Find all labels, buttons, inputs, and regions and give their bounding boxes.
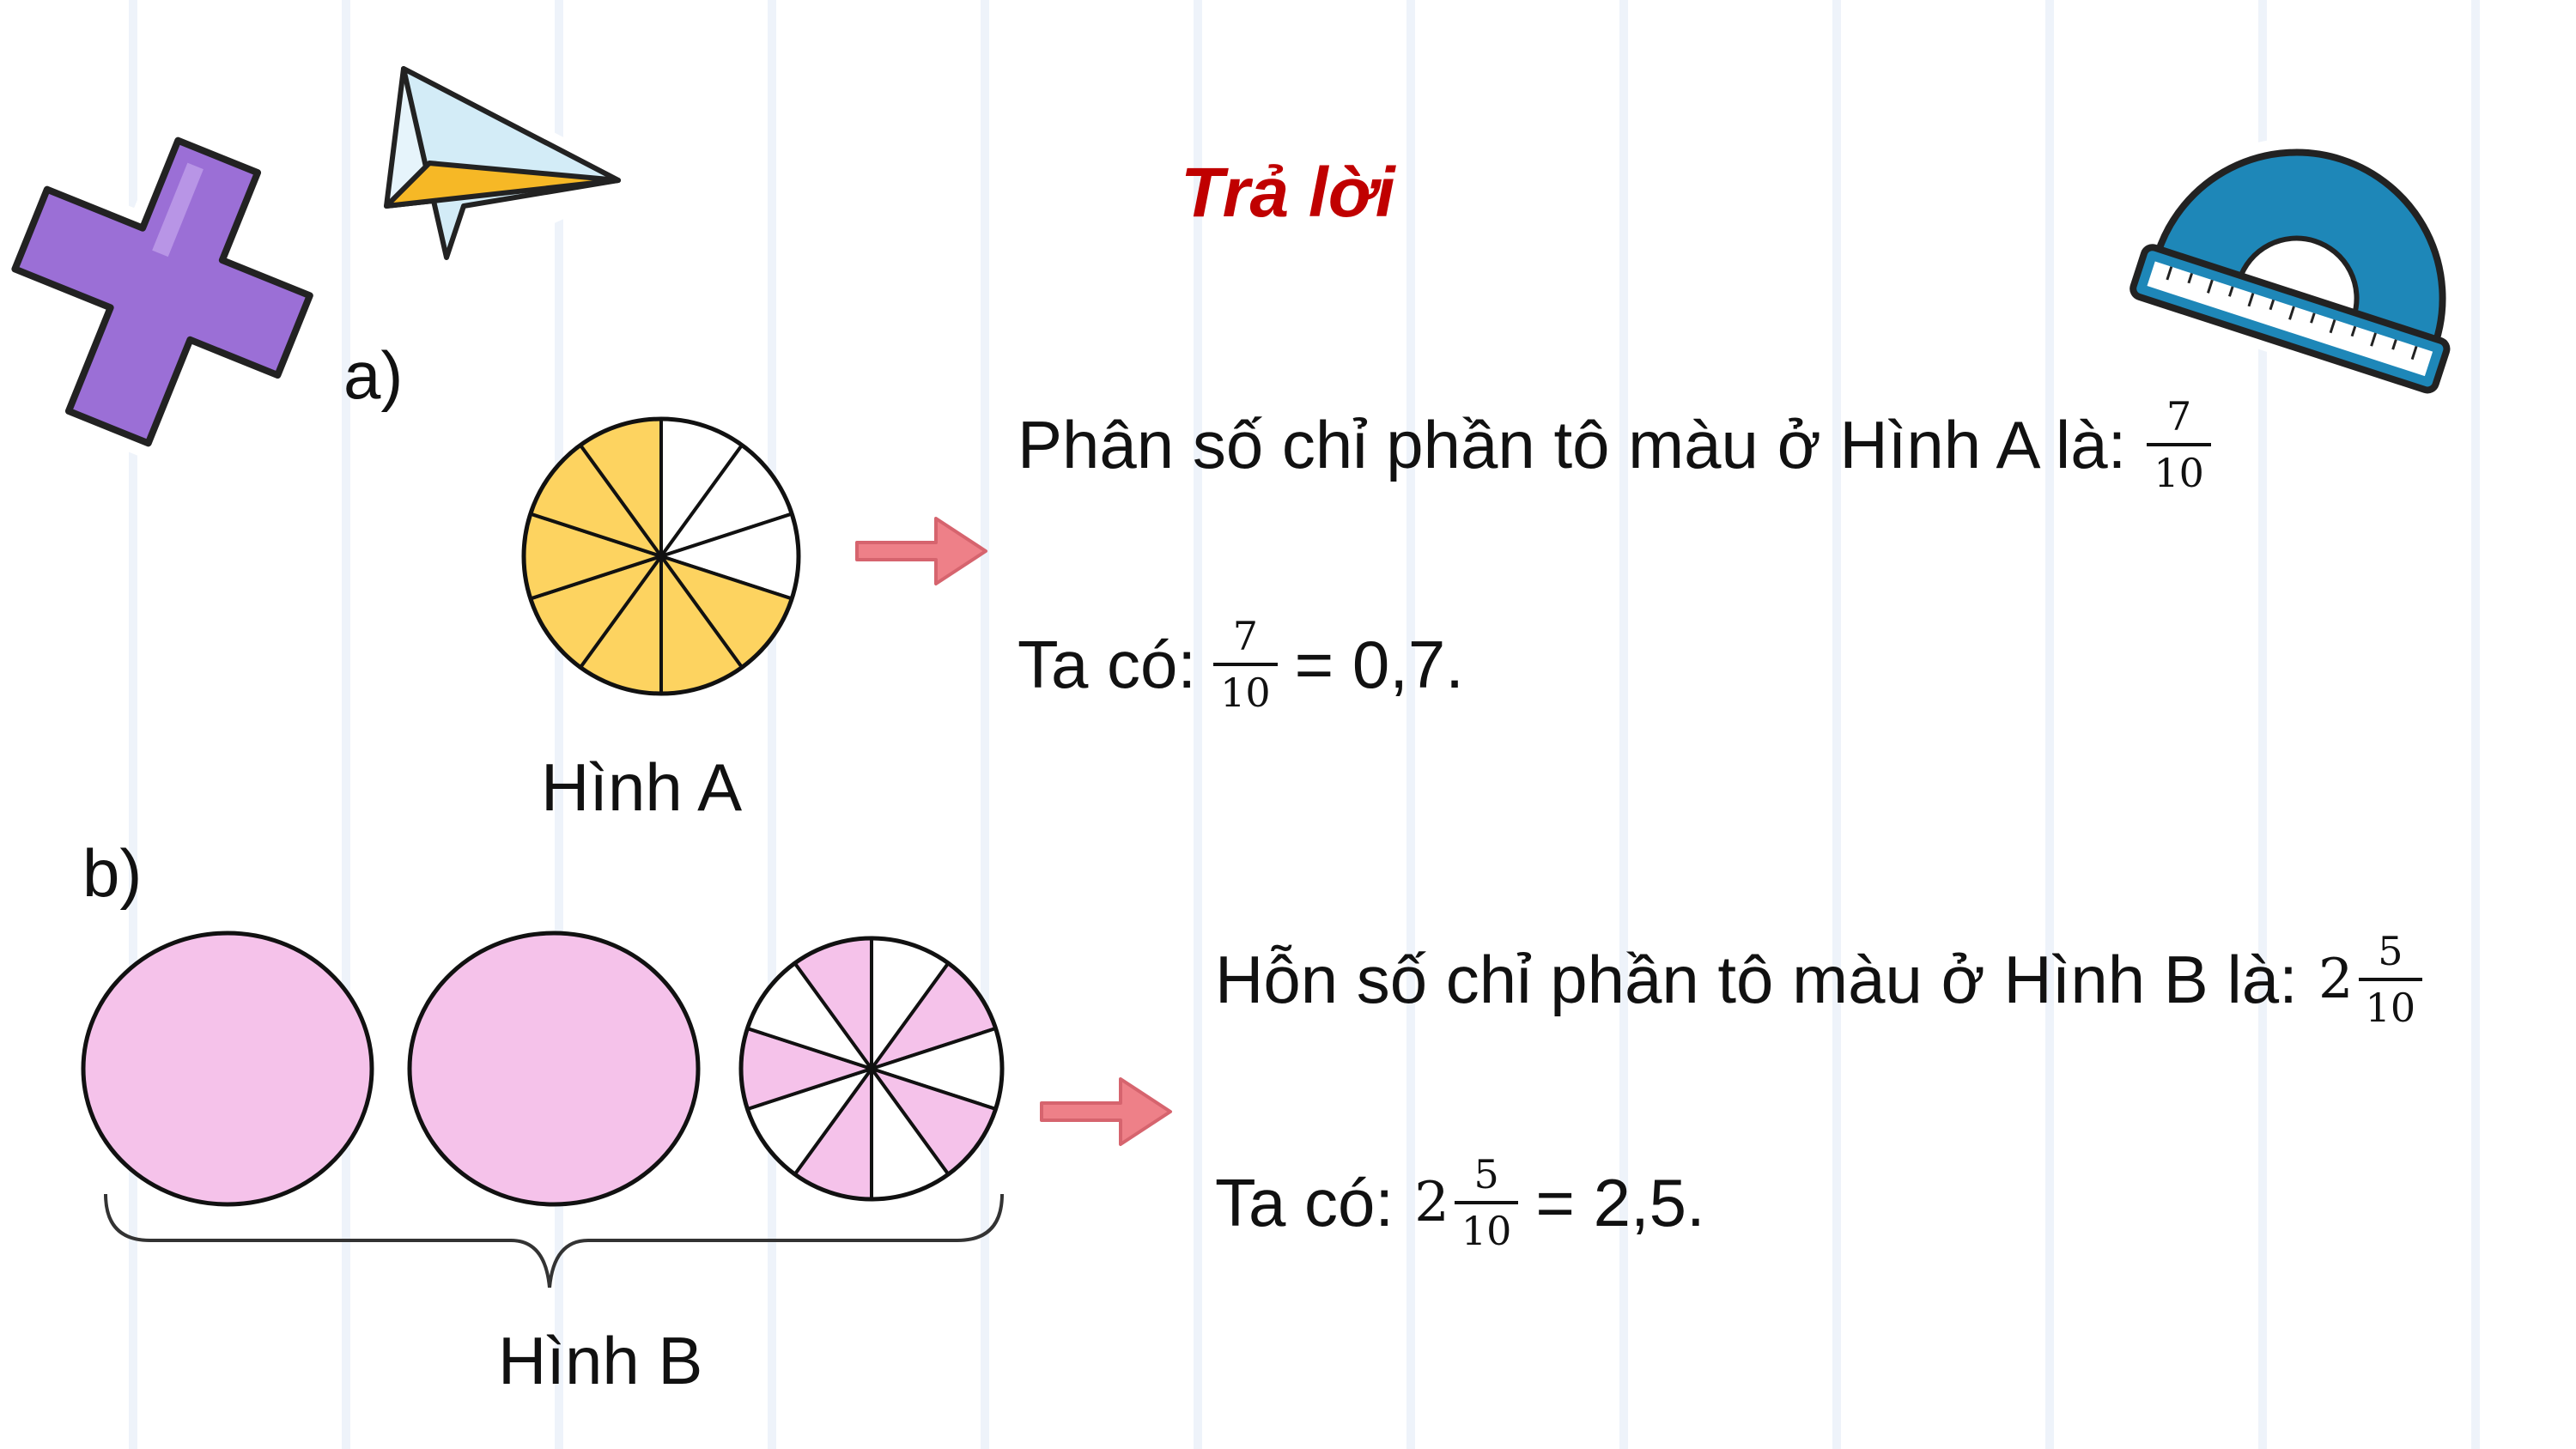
arrow-right-icon	[855, 517, 987, 585]
figure-b-caption: Hình B	[498, 1323, 703, 1398]
fraction-denominator: 10	[2358, 978, 2423, 1028]
circle-outline	[738, 936, 1005, 1202]
full-circle	[407, 931, 701, 1207]
fraction-numerator: 7	[1232, 613, 1259, 659]
protractor-icon	[2129, 137, 2460, 403]
mixed-number-whole: 2	[1414, 1171, 1449, 1234]
part-b-mixed-number-statement: Hỗn số chỉ phần tô màu ở Hình B là: 2 5 …	[1215, 931, 2427, 1028]
mixed-number-whole: 2	[2318, 948, 2354, 1011]
part-a-fraction-statement-text: Phân số chỉ phần tô màu ở Hình A là:	[1018, 406, 2127, 482]
part-a-decimal-prefix: Ta có:	[1018, 626, 1197, 702]
fraction-7-10: 7 10	[2147, 397, 2211, 493]
figure-b-brace	[104, 1193, 1004, 1288]
paper-plane-icon	[374, 56, 631, 270]
fraction-numerator: 7	[2166, 393, 2192, 440]
arrow-right-icon	[1040, 1077, 1172, 1146]
fraction-7-10: 7 10	[1213, 616, 1278, 712]
part-a-fraction-statement: Phân số chỉ phần tô màu ở Hình A là: 7 1…	[1018, 397, 2216, 493]
fraction-5-10: 5 10	[2358, 928, 2423, 1028]
figure-a-circle	[521, 416, 801, 696]
part-a-decimal-result: = 0,7.	[1294, 626, 1464, 702]
part-b-mixed-number-text: Hỗn số chỉ phần tô màu ở Hình B là:	[1215, 941, 2298, 1017]
part-a-marker: a)	[343, 337, 404, 413]
part-b-decimal-prefix: Ta có:	[1215, 1164, 1394, 1240]
part-b-decimal-statement: Ta có: 2 5 10 = 2,5.	[1215, 1155, 1705, 1251]
fraction-numerator: 5	[2378, 928, 2403, 974]
fraction-denominator: 10	[1454, 1201, 1519, 1251]
plus-icon	[0, 124, 325, 459]
figure-a-caption: Hình A	[541, 749, 743, 825]
part-b-marker: b)	[82, 835, 143, 911]
circle-outline	[521, 416, 801, 696]
fraction-denominator: 10	[1213, 663, 1278, 712]
fraction-5-10: 5 10	[1454, 1151, 1519, 1251]
figure-b-circles	[81, 931, 1005, 1207]
full-circle	[81, 931, 374, 1207]
page-title: Trả lời	[1181, 154, 1395, 232]
part-b-decimal-result: = 2,5.	[1535, 1164, 1705, 1240]
part-a-decimal-statement: Ta có: 7 10 = 0,7.	[1018, 616, 1464, 712]
fraction-denominator: 10	[2147, 443, 2211, 493]
fraction-numerator: 5	[1473, 1151, 1499, 1197]
